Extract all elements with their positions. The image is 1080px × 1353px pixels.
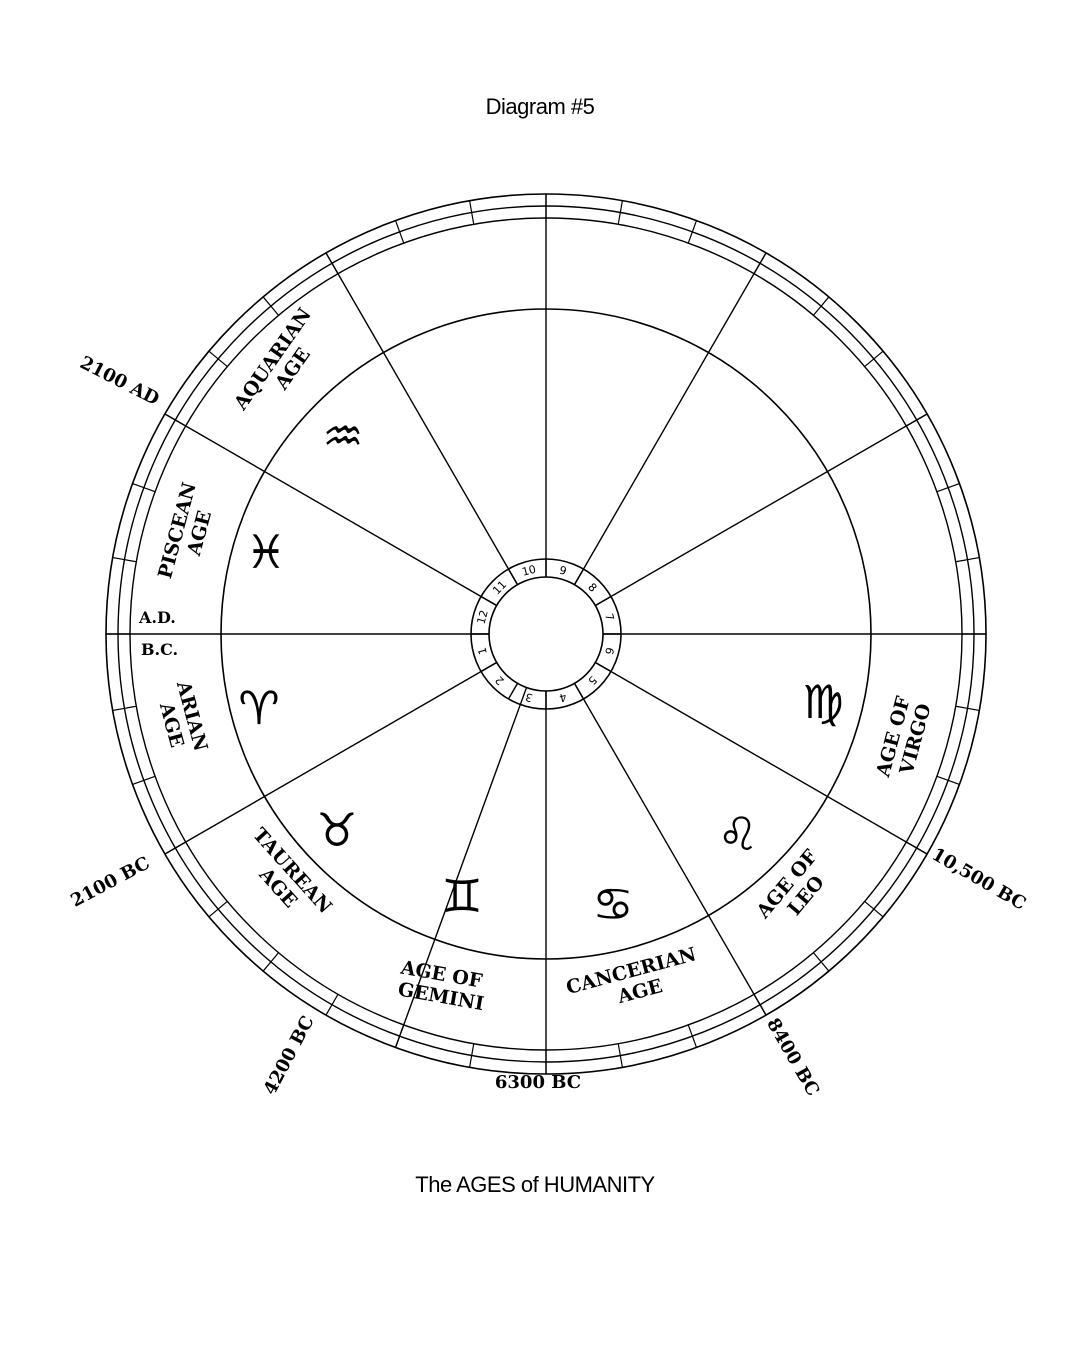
- ring-tick: [325, 993, 339, 1016]
- age-label-aries: ARIAN AGE: [150, 678, 213, 766]
- age-divider-line: [595, 413, 928, 607]
- house-number: 1: [476, 646, 490, 656]
- house-divider: [507, 683, 519, 700]
- ring-tick: [112, 705, 137, 711]
- ring-tick: [936, 775, 960, 786]
- ring-tick: [812, 296, 830, 316]
- house-number: 4: [558, 690, 568, 704]
- aquarius-water-bearer-icon: ♒: [322, 409, 363, 463]
- ring-tick: [132, 482, 156, 493]
- house-number: 12: [475, 609, 491, 626]
- ring-tick: [617, 1043, 623, 1068]
- age-label-leo: AGE OF LEO: [752, 841, 843, 938]
- ring-tick: [262, 296, 280, 316]
- ring-tick: [955, 557, 980, 563]
- age-label-virgo: AGE OF VIRGO: [872, 688, 938, 786]
- diagram-caption: The AGES of HUMANITY: [415, 1172, 655, 1197]
- taurus-bull-icon: ♉: [316, 803, 357, 857]
- ring-tick: [112, 557, 137, 563]
- era-bc-label: B.C.: [141, 640, 178, 659]
- aries-ram-icon: ♈: [238, 681, 279, 735]
- date-8400-bc: 8400 BC: [762, 1015, 823, 1100]
- house-number: 2: [493, 673, 507, 687]
- house-divider: [480, 595, 497, 607]
- age-divider-line: [573, 252, 767, 585]
- ring-tick: [687, 1024, 698, 1048]
- age-dividers: [106, 194, 986, 1074]
- date-6300-bc: 6300 BC: [495, 1072, 581, 1093]
- diagram-title: Diagram #5: [485, 94, 595, 119]
- house-ring-inner: [488, 576, 604, 692]
- ring-tick: [955, 705, 980, 711]
- ring-tick: [132, 775, 156, 786]
- ring-tick: [469, 1043, 475, 1068]
- age-label-cancer: CANCERIAN AGE: [564, 942, 711, 1021]
- date-2100-bc: 2100 BC: [67, 853, 153, 912]
- age-divider-line: [394, 687, 528, 1048]
- era-ad-label: A.D.: [138, 608, 176, 627]
- cancer-crab-icon: ♋: [592, 877, 633, 931]
- ring-tick: [208, 900, 228, 918]
- ring-tick: [394, 220, 405, 244]
- ring-tick: [262, 952, 280, 972]
- house-number: 8: [585, 581, 599, 595]
- virgo-maiden-icon: ♍: [802, 675, 843, 729]
- ring-tick: [687, 220, 698, 244]
- age-divider-line: [164, 661, 497, 855]
- ring-tick: [936, 482, 960, 493]
- ring-tick: [208, 350, 228, 368]
- age-divider-line: [595, 661, 928, 855]
- date-10500-bc: 10,500 BC: [928, 844, 1029, 915]
- age-divider-line: [325, 252, 519, 585]
- age-label-pisces: PISCEAN AGE: [154, 474, 224, 587]
- gemini-twins-icon: ♊: [441, 869, 482, 923]
- ring-tick: [617, 200, 623, 225]
- house-number: 3: [524, 690, 534, 704]
- ring-tick: [864, 900, 884, 918]
- ring-tick: [469, 200, 475, 225]
- house-ring-outer: [470, 558, 622, 710]
- age-label-gemini: AGE OF GEMINI: [394, 956, 490, 1015]
- house-number: 6: [602, 646, 616, 656]
- house-number: 9: [558, 564, 568, 578]
- ring-tick: [812, 952, 830, 972]
- house-divider: [480, 661, 497, 673]
- date-2100-ad: 2100 AD: [76, 352, 162, 410]
- house-divider: [573, 683, 585, 700]
- house-number: 7: [602, 612, 616, 622]
- house-divider: [595, 595, 612, 607]
- house-number: 10: [521, 563, 538, 579]
- ring-tick: [864, 350, 884, 368]
- house-divider: [573, 568, 585, 585]
- date-4200-bc: 4200 BC: [260, 1012, 319, 1098]
- age-divider-line: [164, 413, 497, 607]
- leo-lion-icon: ♌: [717, 807, 758, 861]
- age-divider-line: [573, 683, 767, 1016]
- house-divider: [507, 568, 519, 585]
- house-divider: [595, 661, 612, 673]
- house-number: 5: [585, 673, 599, 687]
- pisces-fish-icon: ♓: [245, 525, 286, 579]
